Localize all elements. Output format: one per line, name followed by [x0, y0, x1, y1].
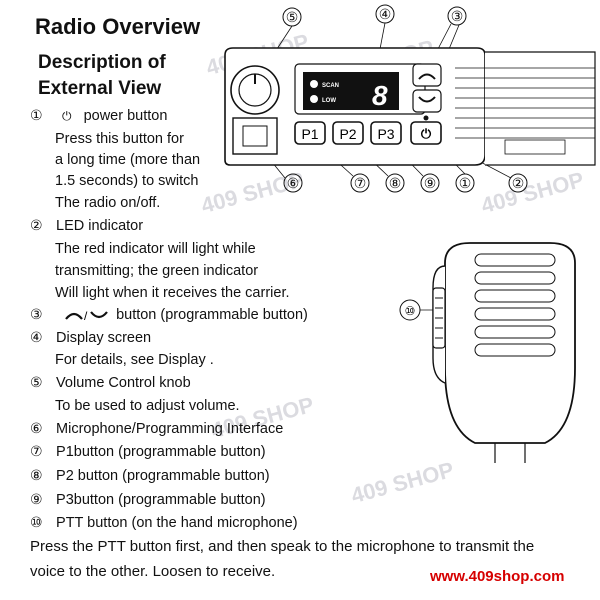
callout-number: ②	[512, 175, 525, 191]
callout-number: ⑧	[389, 175, 402, 191]
p2-button[interactable]	[332, 121, 364, 145]
item-number: ⑤	[30, 375, 43, 391]
arc-up-icon	[418, 73, 436, 80]
power-icon: ⏻	[421, 126, 432, 141]
arc-up-icon	[65, 313, 83, 320]
item-text: To be used to adjust volume.	[55, 398, 240, 414]
item-number: ⑩	[30, 515, 43, 531]
callout-circle	[508, 173, 528, 193]
item-number: ②	[30, 218, 43, 234]
subtitle-line: External View	[38, 78, 162, 99]
item-mic-interface: ⑥ Microphone/Programming Interface	[30, 419, 283, 439]
item-heading: P1button (programmable button)	[56, 444, 266, 460]
radio-vents	[455, 67, 595, 139]
item-heading: Display screen	[56, 330, 152, 346]
callout-circle	[283, 173, 303, 193]
callout-number: ①	[459, 175, 472, 191]
power-button[interactable]	[410, 121, 442, 145]
subtitle-line: Description of	[38, 52, 166, 73]
callout-number: ⑤	[286, 9, 299, 25]
p3-button-label: P3	[377, 126, 394, 142]
item-number: ⑥	[30, 421, 43, 437]
page-title: Radio Overview	[35, 14, 201, 39]
callout-circle	[420, 173, 440, 193]
item-p2: ⑧ P2 button (programmable button)	[30, 466, 270, 486]
item-number: ①	[30, 108, 43, 124]
item-number: ⑧	[30, 468, 43, 484]
item-heading: button (programmable button)	[116, 307, 308, 323]
callout-number: ③	[451, 8, 464, 24]
item-text: The radio on/off.	[55, 195, 161, 211]
low-label: LOW	[322, 98, 336, 104]
callout-circle	[447, 6, 467, 26]
footer-note-line: Press the PTT button first, and then spe…	[30, 538, 535, 555]
page-subtitle: Description of External View	[38, 50, 166, 102]
led-indicator	[423, 115, 429, 121]
ptt-ridges	[435, 297, 443, 339]
svg-text:/: /	[84, 309, 88, 322]
microphone-grille	[474, 253, 556, 357]
item-text: 1.5 seconds) to switch	[55, 173, 199, 189]
radio-diagram: ⑤ ④ ③ ⑥ ⑦ ⑧ ⑨ ① ②	[224, 4, 596, 193]
radio-label-slot	[504, 139, 566, 155]
arc-down-icon	[418, 96, 436, 103]
item-text: Press this button for	[55, 131, 184, 147]
item-power: ① ⏻ power button	[30, 106, 167, 126]
callout-number: ⑦	[354, 175, 367, 191]
item-heading: LED indicator	[56, 218, 144, 234]
item-p3: ⑨ P3button (programmable button)	[30, 490, 266, 510]
item-volume: ⑤ Volume Control knob	[30, 373, 191, 393]
item-text: transmitting; the green indicator	[55, 263, 259, 279]
radio-side	[485, 51, 596, 166]
item-number: ⑦	[30, 444, 43, 460]
scan-label: SCAN	[322, 83, 339, 89]
item-heading: P3button (programmable button)	[56, 492, 266, 508]
item-arrows: ③ / button (programmable button)	[30, 305, 308, 325]
item-display: ④ Display screen	[30, 328, 151, 348]
item-text: For details, see Display .	[55, 352, 214, 368]
display-digit: 8	[372, 80, 388, 111]
footer-note-line: voice to the other. Loosen to receive.	[30, 563, 276, 580]
callout-number: ⑨	[424, 175, 437, 191]
p2-button-label: P2	[339, 126, 356, 142]
shop-url-link[interactable]: www.409shop.com	[430, 568, 565, 585]
hand-microphone-diagram: ⑩	[399, 242, 576, 463]
item-heading: power button	[83, 108, 168, 124]
item-ptt: ⑩ PTT button (on the hand microphone)	[30, 513, 298, 533]
p1-button[interactable]	[294, 121, 326, 145]
item-heading: P2 button (programmable button)	[56, 468, 270, 484]
item-p1: ⑦ P1button (programmable button)	[30, 442, 266, 462]
item-heading: Microphone/Programming Interface	[56, 421, 284, 437]
power-icon: ⏻	[62, 109, 72, 123]
item-led: ② LED indicator	[30, 216, 143, 236]
callout-number: ⑩	[405, 304, 416, 318]
p3-button[interactable]	[370, 121, 402, 145]
item-heading: PTT button (on the hand microphone)	[56, 515, 298, 531]
item-number: ③	[30, 307, 43, 323]
item-number: ④	[30, 330, 43, 346]
item-number: ⑨	[30, 492, 43, 508]
scan-indicator-icon	[310, 80, 318, 88]
display-screen	[303, 72, 399, 110]
arc-down-icon	[90, 311, 108, 319]
p1-button-label: P1	[301, 126, 318, 142]
callout-circle	[350, 173, 370, 193]
low-indicator-icon	[310, 95, 318, 103]
item-text: a long time (more than	[55, 152, 201, 168]
item-text: The red indicator will light while	[55, 241, 256, 257]
callout-number: ④	[379, 6, 392, 22]
arc-up-down-icons: /	[65, 309, 108, 323]
callout-number: ⑥	[287, 175, 300, 191]
callout-circle	[385, 173, 405, 193]
mic-jack	[242, 125, 268, 147]
item-text: Will light when it receives the carrier.	[55, 285, 290, 301]
item-heading: Volume Control knob	[56, 375, 191, 391]
